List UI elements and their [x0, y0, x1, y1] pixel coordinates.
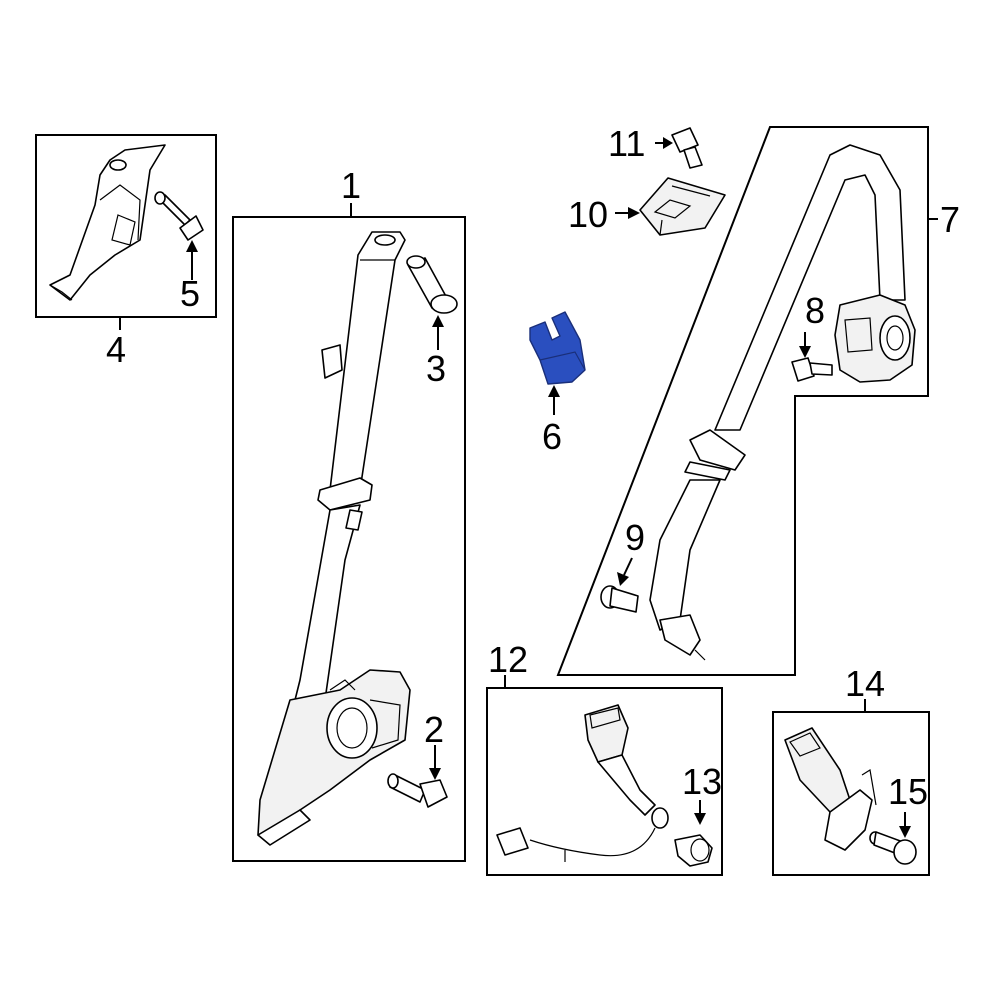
callout-5: 5 [180, 273, 200, 314]
part-7-seat-belt-assembly[interactable] [649, 144, 916, 661]
callout-9: 9 [625, 517, 645, 558]
callout-3: 3 [426, 348, 446, 389]
callout-2: 2 [424, 709, 444, 750]
part-12-buckle[interactable] [496, 704, 669, 862]
callout-15-leader [899, 812, 911, 838]
callout-10-leader [615, 207, 640, 219]
part-15-bolt[interactable] [869, 831, 917, 865]
part-5-bolt[interactable] [154, 191, 204, 241]
part-9-bolt[interactable] [600, 585, 639, 613]
callout-11: 11 [608, 123, 645, 164]
callout-7: 7 [940, 199, 960, 240]
callout-3-leader [432, 315, 444, 350]
part-2-bolt[interactable] [387, 773, 448, 808]
callout-6-leader [548, 385, 560, 415]
part-8-bolt[interactable] [791, 357, 833, 382]
callout-11-leader [655, 137, 673, 149]
part-14-buckle-assembly[interactable] [784, 727, 877, 851]
callout-6: 6 [542, 416, 562, 457]
callout-9-leader [617, 557, 633, 586]
part-6-highlighted-clip[interactable] [529, 311, 586, 385]
callout-13-leader [694, 800, 706, 825]
part-11-bolt[interactable] [671, 127, 703, 169]
part-13-bolt[interactable] [674, 834, 713, 867]
callout-14: 14 [845, 663, 885, 704]
callout-2-leader [429, 745, 441, 780]
callout-13: 13 [682, 761, 722, 802]
callout-15: 15 [888, 771, 928, 812]
part-3-pin[interactable] [406, 255, 458, 314]
callout-4: 4 [106, 329, 126, 370]
callout-10: 10 [568, 194, 608, 235]
callout-1: 1 [341, 165, 361, 206]
part-1-seat-belt-assembly[interactable] [257, 231, 411, 846]
part-4-upper-cover[interactable] [49, 144, 166, 301]
part-10-cover[interactable] [639, 177, 726, 236]
callout-12: 12 [488, 639, 528, 680]
callout-5-leader [186, 240, 198, 280]
callout-8-leader [799, 332, 811, 358]
callout-8: 8 [805, 290, 825, 331]
